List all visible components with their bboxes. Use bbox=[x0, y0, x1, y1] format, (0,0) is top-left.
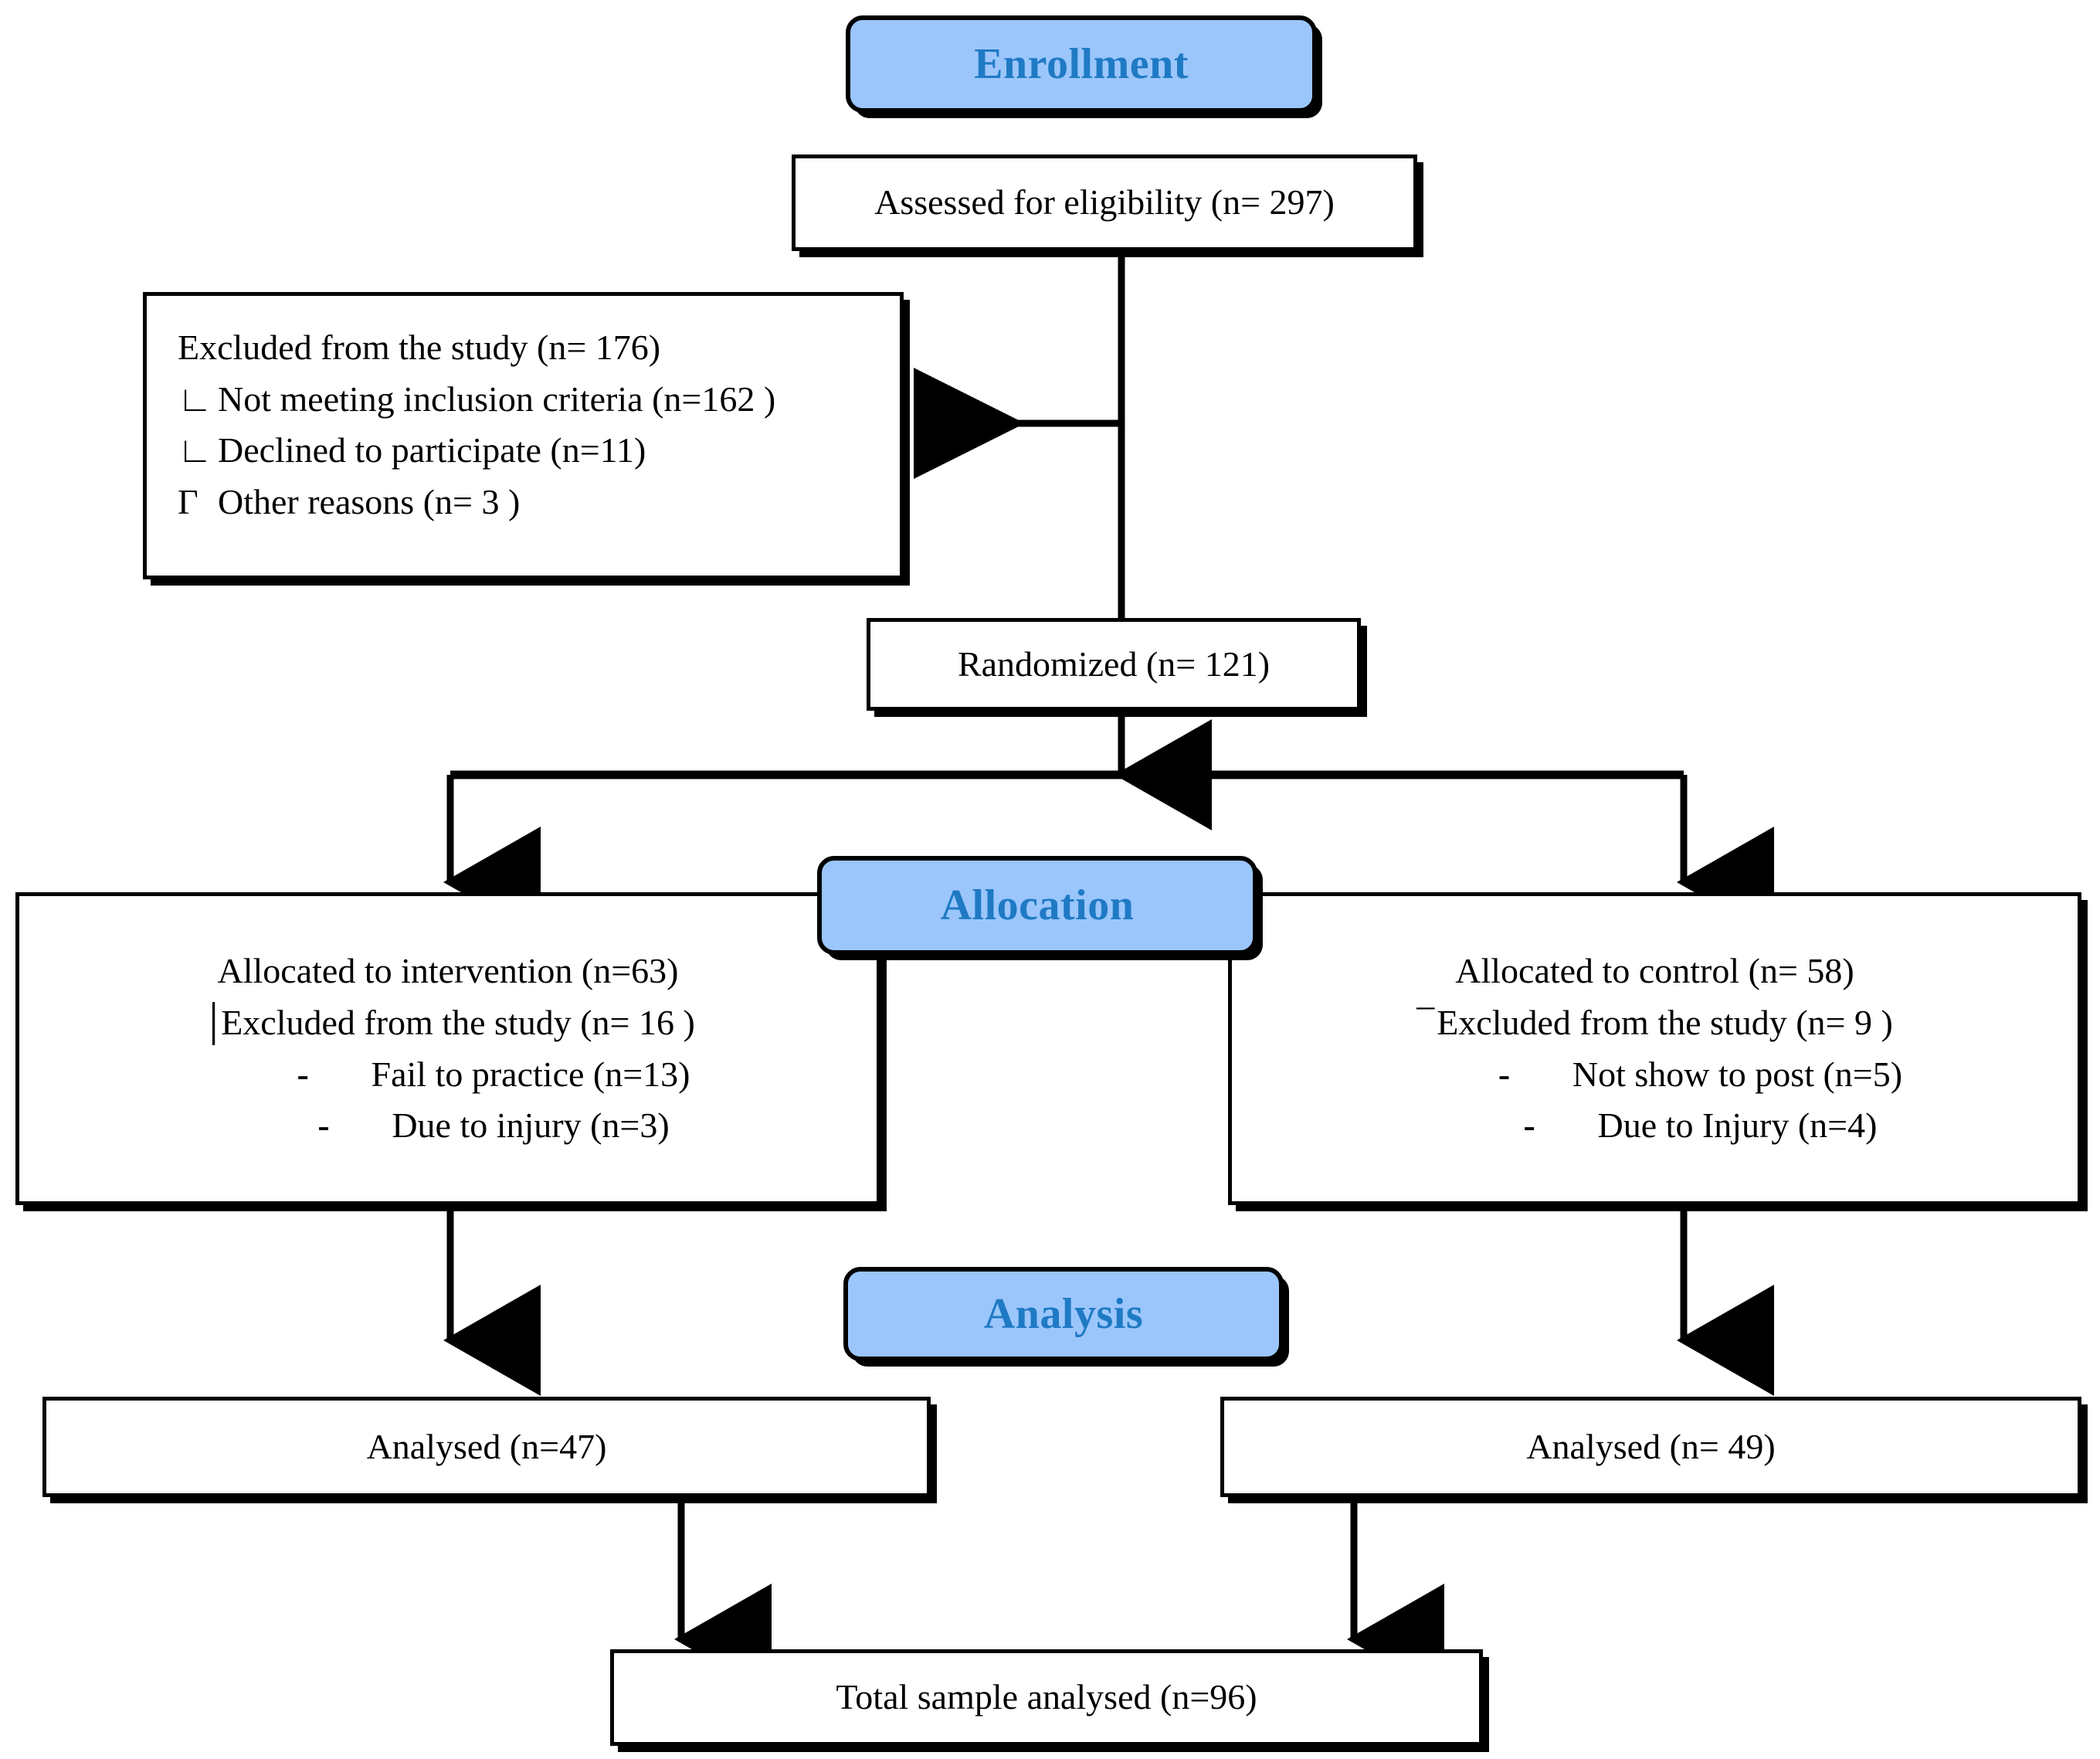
node-randomized: Randomized (n= 121) bbox=[867, 618, 1361, 711]
excluded-bullet-0: ∟ bbox=[178, 379, 213, 419]
allocated-control-item-text-1: Due to Injury (n=4) bbox=[1597, 1105, 1878, 1146]
analysed-control-text: Analysed (n= 49) bbox=[1526, 1426, 1776, 1466]
excluded-item-text-0: Not meeting inclusion criteria (n=162 ) bbox=[218, 379, 776, 419]
excluded-header: Excluded from the study (n= 176) bbox=[178, 328, 661, 367]
allocated-control-tick: ¯ bbox=[1416, 1002, 1435, 1042]
allocated-control-dash-1: - bbox=[1523, 1105, 1535, 1146]
excluded-item-text-1: Declined to participate (n=11) bbox=[218, 430, 646, 470]
node-allocated-intervention: Allocated to intervention (n=63) │Exclud… bbox=[15, 892, 880, 1205]
allocated-intervention-dash-0: - bbox=[297, 1054, 309, 1094]
allocated-control-item-0: - Not show to post (n=5) bbox=[1407, 1049, 1902, 1101]
stage-label-enrollment: Enrollment bbox=[974, 40, 1189, 88]
allocated-intervention-dash-1: - bbox=[317, 1105, 330, 1146]
excluded-item-1: ∟Declined to participate (n=11) bbox=[178, 425, 775, 477]
allocated-intervention-content: Allocated to intervention (n=63) │Exclud… bbox=[201, 946, 695, 1152]
excluded-item-0: ∟Not meeting inclusion criteria (n=162 ) bbox=[178, 374, 775, 426]
allocated-intervention-header: Allocated to intervention (n=63) bbox=[217, 951, 679, 991]
allocated-intervention-excluded-text: Excluded from the study (n= 16 ) bbox=[221, 1002, 695, 1042]
node-excluded-from-study: Excluded from the study (n= 176) ∟Not me… bbox=[143, 292, 904, 579]
allocated-control-header: Allocated to control (n= 58) bbox=[1455, 951, 1854, 991]
node-analysed-intervention: Analysed (n=47) bbox=[42, 1397, 931, 1497]
node-analysed-control: Analysed (n= 49) bbox=[1220, 1397, 2081, 1497]
allocated-intervention-excluded: │Excluded from the study (n= 16 ) bbox=[201, 997, 695, 1049]
allocated-control-dash-0: - bbox=[1498, 1054, 1511, 1094]
excluded-content: Excluded from the study (n= 176) ∟Not me… bbox=[147, 296, 775, 528]
allocated-intervention-item-1: - Due to injury (n=3) bbox=[201, 1100, 695, 1152]
total-sample-text: Total sample analysed (n=96) bbox=[836, 1677, 1257, 1717]
allocated-control-excluded: ¯Excluded from the study (n= 9 ) bbox=[1407, 997, 1902, 1049]
allocated-control-item-1: - Due to Injury (n=4) bbox=[1407, 1100, 1902, 1152]
excluded-item-text-2: Other reasons (n= 3 ) bbox=[218, 482, 521, 522]
allocated-control-excluded-text: Excluded from the study (n= 9 ) bbox=[1437, 1002, 1893, 1042]
allocated-intervention-tick: │ bbox=[201, 1002, 226, 1042]
excluded-bullet-2: Γ bbox=[178, 482, 198, 522]
allocated-intervention-item-text-0: Fail to practice (n=13) bbox=[371, 1054, 690, 1094]
assessed-text: Assessed for eligibility (n= 297) bbox=[874, 182, 1335, 222]
randomized-text: Randomized (n= 121) bbox=[957, 643, 1271, 684]
node-assessed-for-eligibility: Assessed for eligibility (n= 297) bbox=[792, 155, 1417, 251]
stage-label-analysis: Analysis bbox=[983, 1290, 1144, 1338]
allocated-intervention-item-text-1: Due to injury (n=3) bbox=[392, 1105, 670, 1146]
excluded-bullet-1: ∟ bbox=[178, 430, 213, 470]
allocated-control-item-text-0: Not show to post (n=5) bbox=[1572, 1054, 1903, 1094]
stage-badge-enrollment: Enrollment bbox=[846, 15, 1317, 113]
node-allocated-control: Allocated to control (n= 58) ¯Excluded f… bbox=[1228, 892, 2081, 1205]
allocated-intervention-item-0: - Fail to practice (n=13) bbox=[201, 1049, 695, 1101]
stage-badge-allocation: Allocation bbox=[817, 856, 1257, 955]
allocated-control-content: Allocated to control (n= 58) ¯Excluded f… bbox=[1407, 946, 1902, 1152]
excluded-item-2: Γ Other reasons (n= 3 ) bbox=[178, 477, 775, 528]
node-total-sample-analysed: Total sample analysed (n=96) bbox=[610, 1649, 1483, 1746]
analysed-intervention-text: Analysed (n=47) bbox=[366, 1426, 607, 1466]
stage-badge-analysis: Analysis bbox=[843, 1267, 1284, 1361]
stage-label-allocation: Allocation bbox=[940, 881, 1135, 929]
